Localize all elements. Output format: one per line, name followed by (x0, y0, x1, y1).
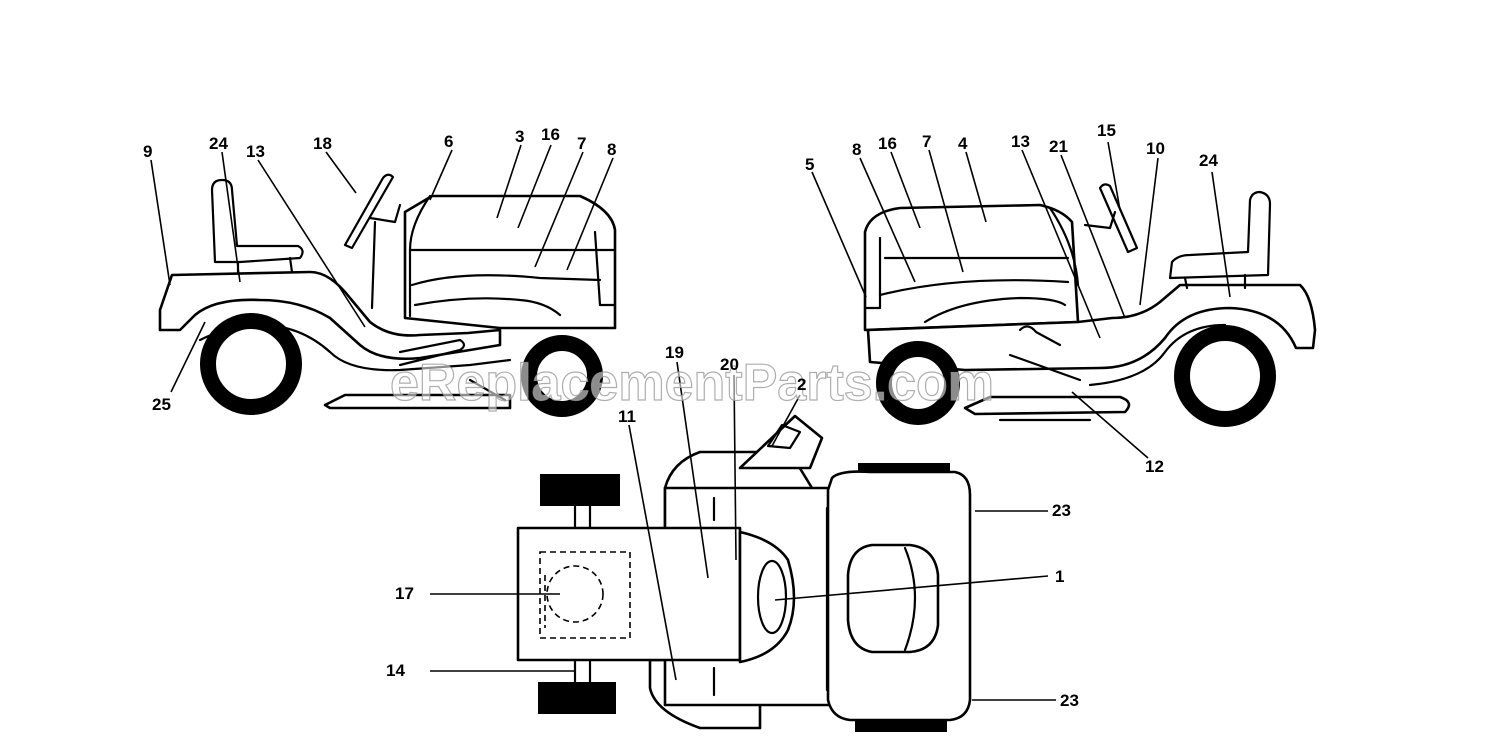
callout-label: 2 (797, 375, 806, 394)
callout-labels: 9 24 13 18 6 3 16 7 8 25 5 8 16 7 4 13 2… (143, 121, 1218, 710)
rear-tire-bottom (538, 682, 616, 714)
callout-label: 18 (313, 134, 332, 153)
callout-label: 10 (1146, 139, 1165, 158)
callout-label: 21 (1049, 137, 1068, 156)
callout-label: 1 (1055, 567, 1064, 586)
top-view (516, 414, 972, 732)
callout-label: 25 (152, 395, 171, 414)
callout-label: 23 (1060, 691, 1079, 710)
callout-label: 8 (852, 140, 861, 159)
callout-label: 7 (577, 134, 586, 153)
callout-label: 7 (922, 132, 931, 151)
callout-label: 20 (720, 355, 739, 374)
seat-outline (539, 551, 631, 639)
rear-tire-top (540, 474, 620, 506)
callout-label: 6 (444, 132, 453, 151)
front-tire-bottom (855, 718, 947, 732)
callout-label: 8 (607, 140, 616, 159)
callout-label: 14 (386, 661, 405, 680)
callout-label: 23 (1052, 501, 1071, 520)
callout-label: 24 (1199, 151, 1218, 170)
callout-label: 13 (246, 142, 265, 161)
seat-circle (546, 565, 604, 623)
callout-label: 4 (958, 134, 968, 153)
callout-label: 16 (541, 125, 560, 144)
callout-label: 15 (1097, 121, 1116, 140)
callout-label: 3 (515, 127, 524, 146)
callout-label: 17 (395, 584, 414, 603)
leader-lines (150, 141, 1231, 701)
callout-label: 9 (143, 142, 152, 161)
right-side-view (863, 183, 1317, 427)
callout-label: 24 (209, 134, 228, 153)
left-side-view (158, 173, 617, 417)
watermark: eReplacementParts.com (390, 354, 994, 412)
callout-label: 5 (805, 155, 814, 174)
callout-label: 16 (878, 134, 897, 153)
callout-label: 19 (665, 343, 684, 362)
callout-label: 11 (618, 407, 636, 426)
callout-label: 13 (1011, 132, 1030, 151)
callout-label: 12 (1145, 457, 1164, 476)
